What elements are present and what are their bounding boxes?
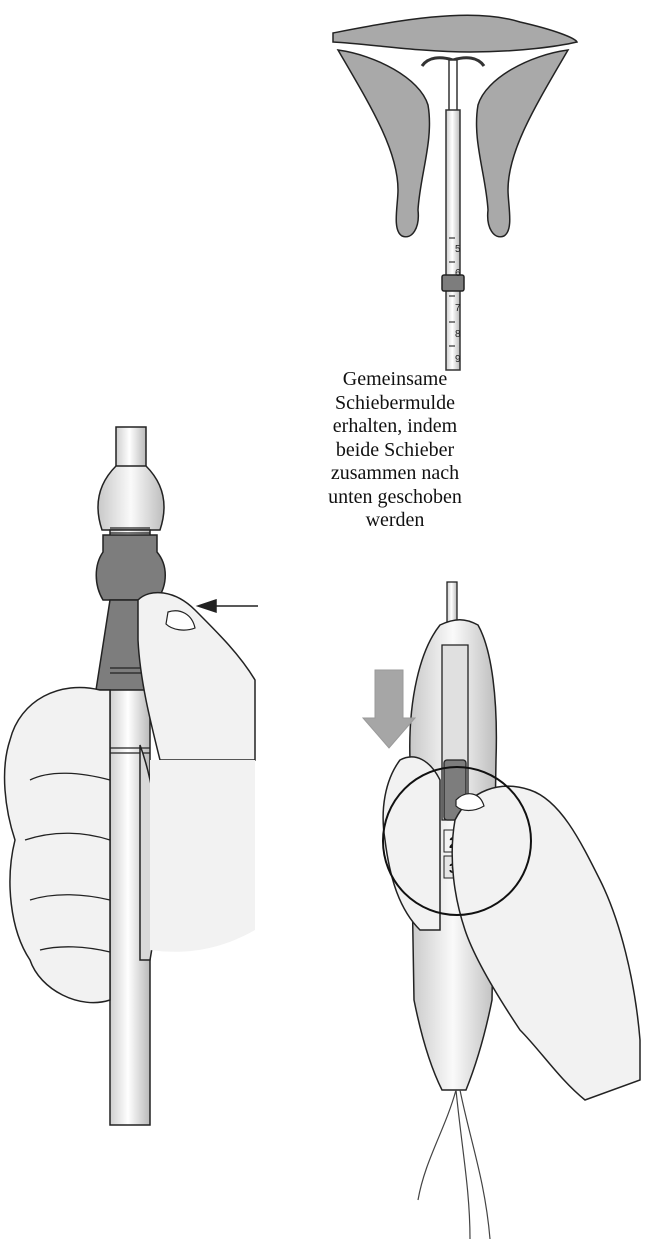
scale-mark-9: 9 — [455, 354, 461, 365]
left-glove-wrist — [150, 760, 255, 952]
caption-line-3: erhalten, indem — [300, 415, 490, 439]
right-glove-hand — [452, 786, 640, 1100]
uterine-wall-left — [338, 50, 429, 237]
scale-mark-5: 5 — [455, 244, 461, 255]
iud-stem — [449, 60, 457, 112]
caption-line-5: zusammen nach — [300, 462, 490, 486]
uterine-wall-right — [477, 50, 568, 237]
caption-line-1: Gemeinsame — [300, 368, 490, 392]
left-slider-upper — [96, 535, 165, 600]
iud-threads — [418, 1090, 490, 1239]
arrow-down-icon — [363, 670, 415, 748]
left-tube-top — [116, 427, 146, 467]
right-hand-illustration: 2 3 — [363, 582, 640, 1239]
caption-line-4: beide Schieber — [300, 439, 490, 463]
scale-mark-8: 8 — [455, 329, 461, 340]
uterine-fundus — [333, 15, 577, 52]
caption-line-7: werden — [300, 509, 490, 533]
left-hand-illustration — [5, 427, 258, 1125]
uterus-diagram: 5 6 7 8 9 — [333, 15, 577, 370]
caption-line-2: Schiebermulde — [300, 392, 490, 416]
left-handle-flange-top — [98, 466, 164, 530]
scale-mark-6: 6 — [455, 268, 461, 279]
caption-line-6: unten geschoben — [300, 486, 490, 510]
instruction-caption: Gemeinsame Schiebermulde erhalten, indem… — [300, 368, 490, 533]
depth-flange — [442, 275, 464, 291]
right-tube-top — [447, 582, 457, 622]
arrow-left-icon — [198, 600, 258, 612]
left-glove-hand — [5, 687, 110, 1002]
left-thumb — [138, 593, 255, 760]
scale-mark-7: 7 — [455, 303, 461, 314]
